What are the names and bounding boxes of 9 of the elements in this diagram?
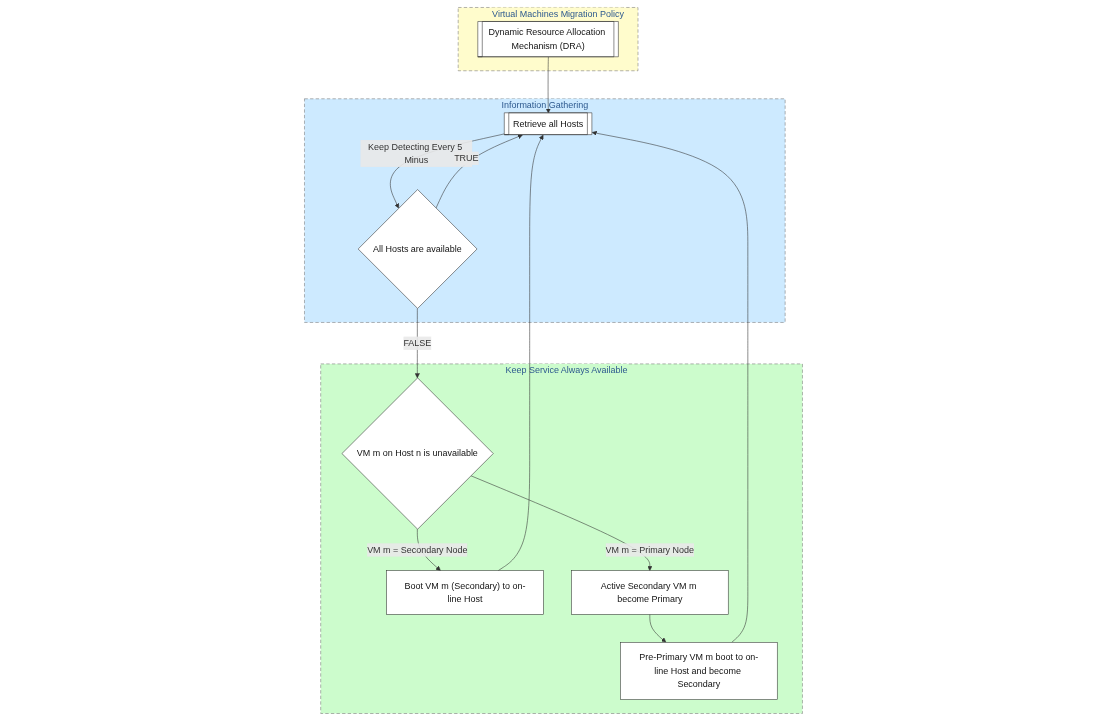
node-box: Boot VM m (Secondary) to on-line Host [385, 569, 544, 615]
node-box: Active Secondary VM m become Primary [570, 569, 729, 615]
node-diamond: VM m on Host n is unavailable [341, 377, 494, 529]
edge-label: VM m = Primary Node [605, 544, 694, 554]
edge-label: FALSE [402, 337, 431, 348]
node-diamond: All Hosts are available [357, 188, 477, 309]
edge-label: TRUE [453, 152, 479, 163]
edge-label: VM m = Secondary Node [366, 544, 468, 554]
node-box: Pre-Primary VM m boot to on-line Host and become Secondary [619, 641, 778, 700]
